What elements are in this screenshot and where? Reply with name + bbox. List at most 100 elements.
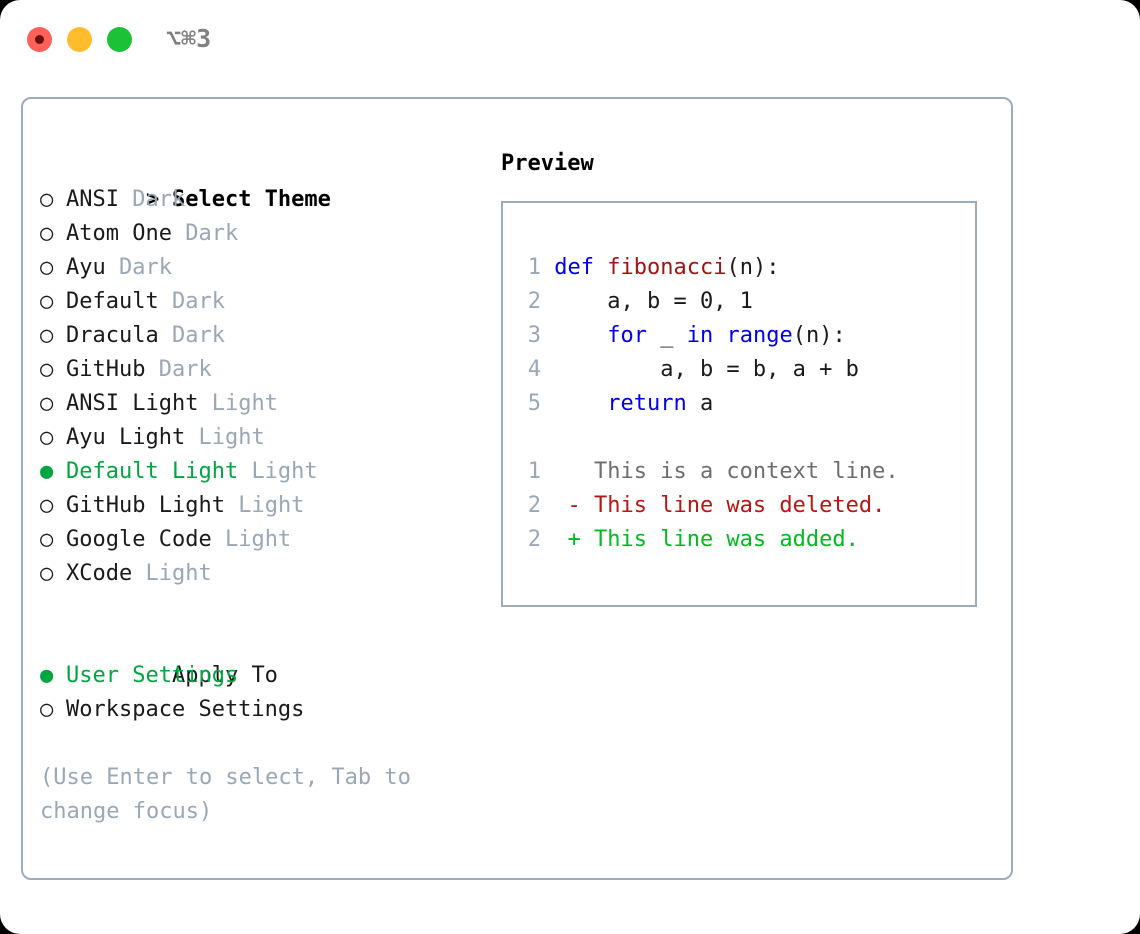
theme-option-gap: [238, 459, 251, 484]
radio-selected-icon: ●: [40, 459, 54, 484]
theme-option-variant: Light: [251, 459, 318, 484]
code-token: [554, 323, 607, 348]
theme-option-gap: [132, 561, 145, 586]
code-token: in: [686, 323, 714, 348]
theme-option-gap: [172, 221, 185, 246]
diff-text: This line was added.: [593, 527, 859, 552]
theme-option-gap: [198, 391, 211, 416]
preview-code-line: 5 return a: [515, 387, 971, 421]
theme-option-ansi[interactable]: ○ANSI Dark: [40, 183, 490, 217]
apply-to-label: Apply To: [171, 663, 278, 688]
minimize-window-button[interactable]: [67, 27, 92, 52]
preview-code-line: 1 def fibonacci(n):: [515, 251, 971, 285]
radio-unselected-icon: ○: [40, 255, 54, 280]
theme-option-variant: Light: [238, 493, 305, 518]
theme-option-ayu-light[interactable]: ○Ayu Light Light: [40, 421, 490, 455]
preview-diff-line: 2 - This line was deleted.: [515, 489, 971, 523]
theme-option-xcode[interactable]: ○XCode Light: [40, 557, 490, 591]
select-theme-header: >Select Theme: [40, 149, 490, 212]
theme-option-gap: [185, 425, 198, 450]
theme-option-name: Default Light: [66, 459, 239, 484]
diff-sign: -: [541, 493, 594, 518]
theme-option-atom-one[interactable]: ○Atom One Dark: [40, 217, 490, 251]
keyboard-shortcut-label: ⌥⌘3: [166, 24, 212, 53]
theme-option-name: Atom One: [66, 221, 172, 246]
keyboard-hint-text: (Use Enter to select, Tab to change focu…: [40, 765, 425, 824]
gutter-gap: [541, 255, 554, 280]
gutter-gap: [541, 323, 554, 348]
prompt-caret-icon: >: [145, 187, 160, 212]
preview-blank-line: [515, 421, 971, 455]
code-token: fibonacci: [607, 255, 727, 280]
theme-option-github[interactable]: ○GitHub Dark: [40, 353, 490, 387]
gutter-gap: [541, 357, 554, 382]
gutter-gap: [541, 391, 554, 416]
apply-to-option-label: User Settings: [66, 663, 239, 688]
title-bar: ⌥⌘3: [0, 0, 1140, 78]
list-spacer: [40, 591, 490, 625]
code-token: range: [726, 323, 793, 348]
theme-option-variant: Dark: [119, 255, 172, 280]
radio-unselected-icon: ○: [40, 697, 54, 722]
line-number: 2: [527, 493, 541, 518]
theme-option-default-light[interactable]: ● Default Light Light: [40, 455, 490, 489]
theme-option-ayu[interactable]: ○ Ayu Dark: [40, 251, 490, 285]
diff-text: This line was deleted.: [593, 493, 886, 518]
line-number: 1: [527, 459, 541, 484]
theme-option-variant: Dark: [171, 323, 225, 348]
hint-spacer: [40, 727, 490, 761]
theme-option-gap: [159, 289, 172, 314]
theme-option-variant: Light: [224, 527, 292, 552]
theme-option-github-light[interactable]: ○ GitHub Light Light: [40, 489, 490, 523]
theme-option-gap: [119, 187, 132, 212]
theme-option-name: ANSI Light: [66, 391, 199, 416]
maximize-window-button[interactable]: [107, 27, 132, 52]
theme-option-name: Dracula: [66, 323, 159, 348]
radio-selected-icon: ●: [40, 663, 54, 688]
code-token: (n):: [792, 323, 846, 348]
theme-option-gap: [159, 323, 172, 348]
code-token: a, b = 0, 1: [554, 289, 753, 314]
theme-option-list: ○ANSI Dark○Atom One Dark○Ayu Dark○Defaul…: [40, 183, 490, 591]
radio-unselected-icon: ○: [40, 323, 54, 348]
apply-to-option-workspace-settings[interactable]: ○Workspace Settings: [40, 693, 490, 727]
theme-option-name: Ayu: [66, 255, 106, 280]
code-token: [554, 391, 607, 416]
gutter-gap: [541, 289, 554, 314]
close-window-button[interactable]: [27, 27, 52, 52]
theme-option-variant: Light: [198, 425, 265, 450]
radio-unselected-icon: ○: [40, 527, 54, 552]
theme-option-name: GitHub: [66, 357, 146, 382]
theme-option-variant: Dark: [132, 187, 186, 212]
preview-diff-line: 1 This is a context line.: [515, 455, 971, 489]
theme-option-variant: Dark: [185, 221, 239, 246]
theme-option-google-code[interactable]: ○ Google Code Light: [40, 523, 490, 557]
theme-option-name: GitHub Light: [66, 493, 225, 518]
theme-option-gap: [145, 357, 158, 382]
radio-unselected-icon: ○: [40, 493, 54, 518]
theme-option-name: XCode: [66, 561, 133, 586]
preview-diff-line: 2 + This line was added.: [515, 523, 971, 557]
apply-to-option-list: ● User Settings ○Workspace Settings: [40, 659, 490, 727]
theme-list-column: >Select Theme ○ANSI Dark○Atom One Dark○A…: [40, 149, 490, 829]
preview-code-line: 2 a, b = 0, 1: [515, 285, 971, 319]
radio-unselected-icon: ○: [40, 425, 54, 450]
line-number: 2: [527, 527, 541, 552]
line-number: 1: [527, 255, 541, 280]
radio-unselected-icon: ○: [40, 561, 54, 586]
theme-option-dracula[interactable]: ○ Dracula Dark: [40, 319, 490, 353]
code-token: for: [607, 323, 647, 348]
code-token: a, b = b, a + b: [554, 357, 859, 382]
diff-text: This is a context line.: [593, 459, 899, 484]
theme-option-name: Google Code: [66, 527, 212, 552]
diff-sign: +: [541, 527, 594, 552]
apply-to-option-user-settings[interactable]: ● User Settings: [40, 659, 490, 693]
theme-option-gap: [212, 527, 225, 552]
theme-selector-panel: >Select Theme ○ANSI Dark○Atom One Dark○A…: [21, 97, 1013, 880]
radio-unselected-icon: ○: [40, 357, 54, 382]
theme-option-ansi-light[interactable]: ○ANSI Light Light: [40, 387, 490, 421]
theme-option-default[interactable]: ○Default Dark: [40, 285, 490, 319]
theme-option-name: ANSI: [66, 187, 119, 212]
